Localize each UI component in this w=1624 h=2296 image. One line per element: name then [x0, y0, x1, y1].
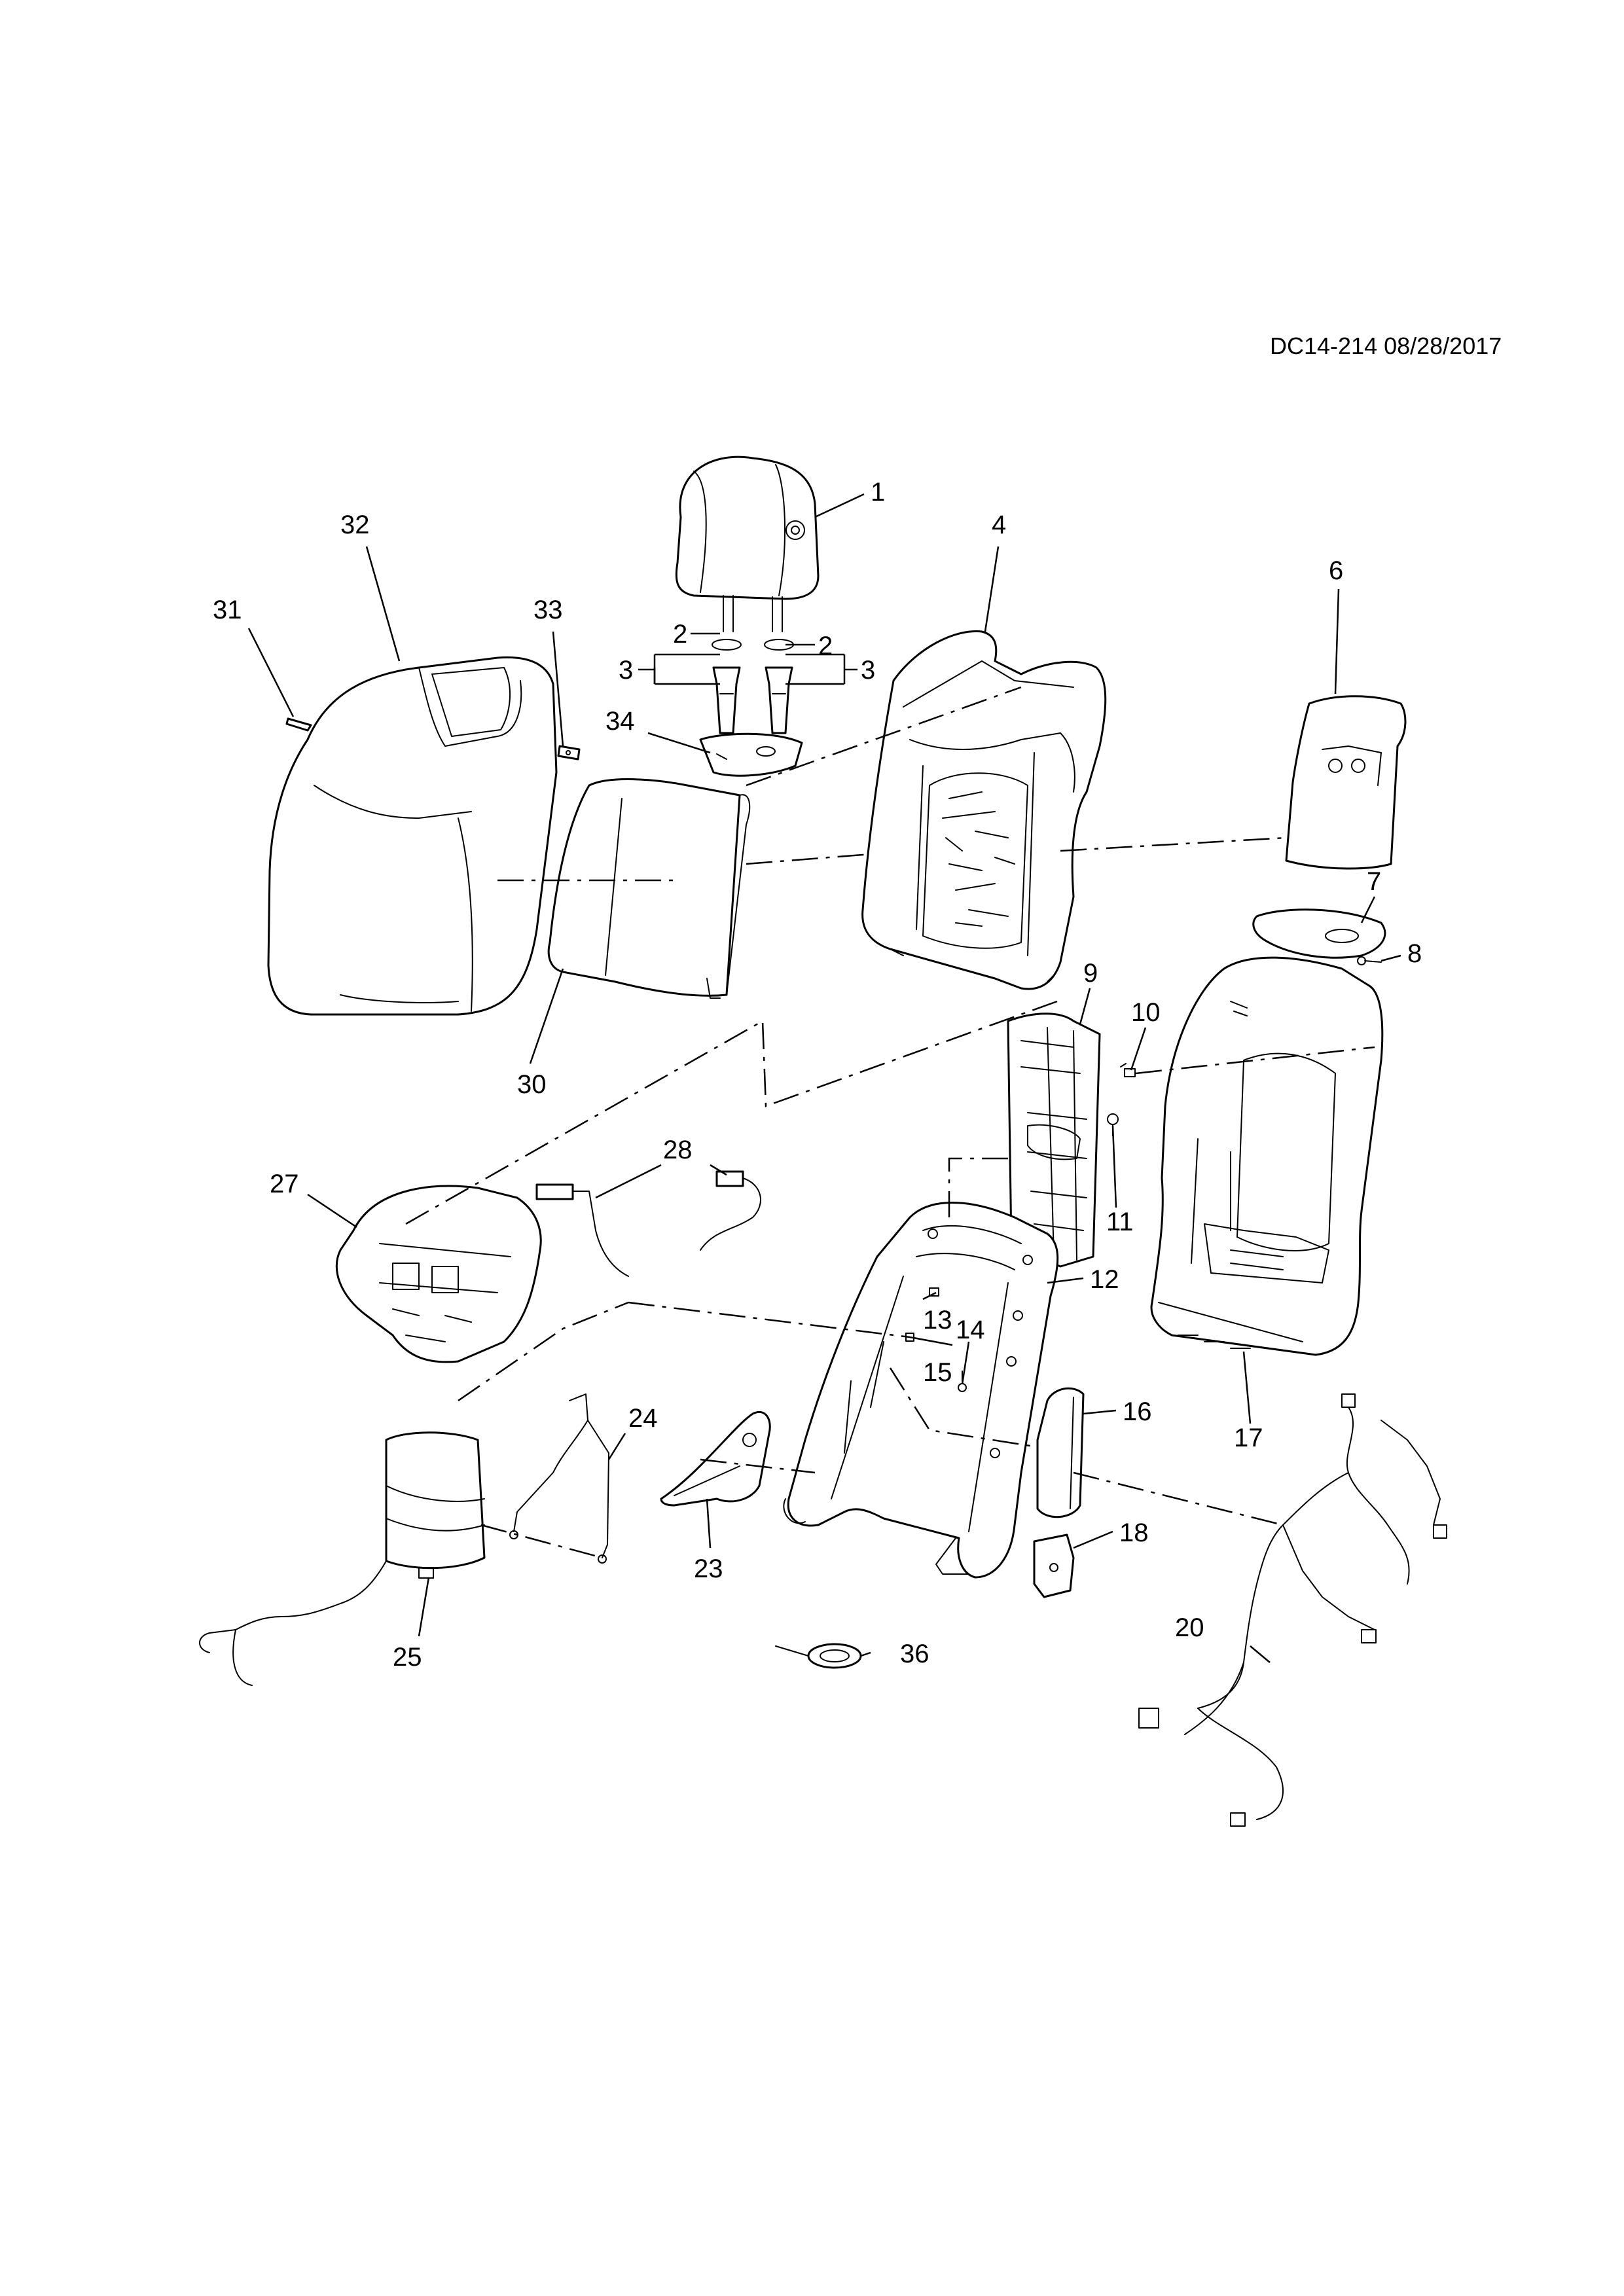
part-2-3-headrest-guides [712, 639, 794, 734]
callout-9: 9 [1083, 959, 1098, 988]
callout-36: 36 [900, 1640, 929, 1668]
callout-27: 27 [270, 1170, 299, 1198]
part-33-clip [557, 745, 581, 761]
callout-25: 25 [393, 1643, 422, 1672]
callout-14: 14 [956, 1316, 985, 1344]
part-31-clip [285, 717, 312, 732]
part-27-seat-back-shell [335, 1185, 542, 1363]
part-16-side-airbag [1036, 1387, 1085, 1518]
callout-7: 7 [1367, 867, 1381, 896]
part-1-headrest [675, 456, 820, 632]
part-9-lumbar-module [1007, 1013, 1101, 1268]
callout-20: 20 [1175, 1613, 1204, 1642]
callout-24: 24 [628, 1404, 658, 1433]
callout-31: 31 [213, 596, 242, 624]
callout-2-left: 2 [673, 620, 687, 649]
callout-numbers: 1 2 2 3 3 4 6 7 8 9 10 11 12 13 14 15 16… [213, 478, 1422, 1672]
callout-4: 4 [992, 511, 1006, 539]
part-13-clip [929, 1287, 939, 1297]
callout-1: 1 [871, 478, 885, 507]
callout-8: 8 [1407, 939, 1422, 968]
callout-28: 28 [663, 1136, 693, 1164]
part-17-seat-back-rear-panel [1150, 956, 1384, 1356]
callout-leader-lines [247, 493, 1401, 1663]
callout-32: 32 [340, 511, 370, 539]
part-34-escutcheon [699, 732, 803, 777]
part-7-headrest-bezel [1252, 908, 1386, 959]
callout-3-right: 3 [861, 656, 875, 685]
callout-33: 33 [533, 596, 563, 624]
callout-15: 15 [923, 1358, 952, 1387]
part-36-speaker [775, 1643, 862, 1669]
callout-13: 13 [923, 1306, 952, 1335]
part-23-side-bracket [660, 1410, 771, 1507]
callout-16: 16 [1123, 1397, 1152, 1426]
part-20-wiring-harness [1138, 1393, 1447, 1827]
assembly-reference-lines [405, 686, 1375, 1559]
part-28-harness [535, 1170, 761, 1277]
part-30-seat-back-pad [547, 778, 751, 999]
callout-10: 10 [1131, 998, 1161, 1027]
callout-23: 23 [694, 1554, 723, 1583]
part-8-screw [1357, 956, 1382, 965]
callout-17: 17 [1234, 1424, 1263, 1452]
part-10-nut [1120, 1063, 1136, 1077]
part-12-seat-back-frame [783, 1202, 1059, 1579]
diagram-reference-code: DC14-214 08/28/2017 [1270, 332, 1502, 359]
callout-2-right: 2 [818, 632, 833, 660]
callout-34: 34 [605, 707, 635, 736]
callout-11: 11 [1106, 1208, 1134, 1236]
part-4-seat-back-trim [861, 630, 1107, 990]
part-24-lumbar-support-wire [509, 1393, 609, 1564]
callout-30: 30 [517, 1070, 547, 1099]
part-6-panel [1285, 695, 1407, 870]
callout-12: 12 [1090, 1265, 1119, 1294]
part-25-lumbar-actuator [199, 1431, 486, 1686]
part-18-module [1033, 1534, 1075, 1598]
callout-18: 18 [1119, 1518, 1149, 1547]
part-32-seat-back-cover [267, 656, 558, 1016]
callout-3-left: 3 [619, 656, 633, 685]
callout-6: 6 [1329, 556, 1343, 585]
